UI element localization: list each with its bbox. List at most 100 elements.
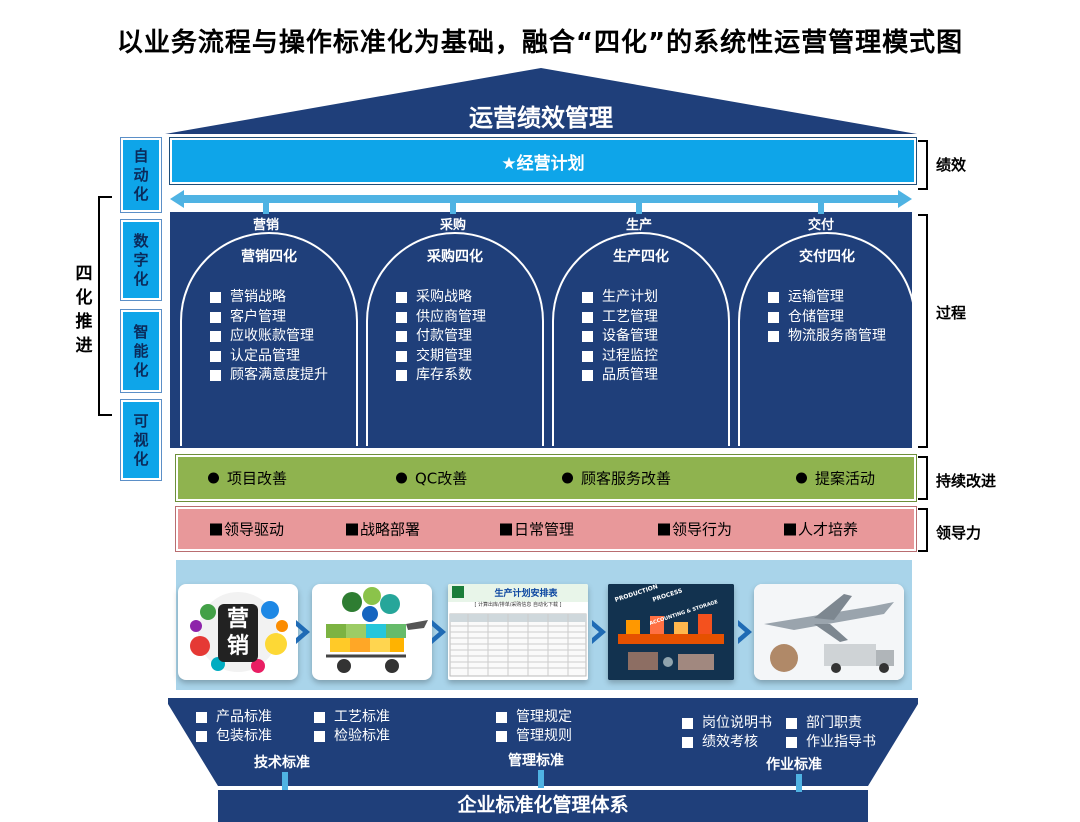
arch-marketing: 营销四化 营销战略 客户管理 应收账款管理 认定品管理 顾客满意度提升 [180,232,358,446]
mgmt-standard-label: 管理标准 [508,753,564,769]
tech-standard-items-b: 工艺标准 检验标准 [314,708,424,746]
right-bracket [918,456,928,500]
list-item: 检验标准 [314,727,424,746]
leadership-item: 领导行为 [658,519,732,540]
leadership-item: 日常管理 [500,519,574,540]
work-standard-label: 作业标准 [766,757,822,773]
bullet-icon [346,523,358,535]
roof-shape [165,68,917,134]
list-item: 付款管理 [396,327,486,347]
connector [636,198,642,214]
arch-production: 生产四化 生产计划 工艺管理 设备管理 过程监控 品质管理 [552,232,730,446]
tech-standard-label: 技术标准 [254,755,310,771]
factory-process-icon [608,584,734,680]
bullet-icon [784,523,796,535]
checkbox-icon [582,370,593,382]
pillar [796,774,802,792]
label-process: 过程 [936,304,967,322]
label-improvement: 持续改进 [936,472,997,490]
foundation-shape [168,698,918,822]
bullet-icon [562,472,573,484]
connector [818,198,824,214]
checkbox-icon [210,350,221,362]
leadership-item: 人才培养 [784,519,858,540]
schedule-title: 生产计划安排表 [494,589,558,599]
list-item: 认定品管理 [210,347,328,367]
checkbox-icon [582,350,593,362]
marketing-char: 销 [226,634,249,659]
checkbox-icon [582,292,593,304]
list-item: 管理规定 [496,708,606,727]
chevron-right-icon [432,620,446,644]
checkbox-icon [768,311,779,323]
card-marketing: 营 销 [178,584,298,680]
left-bracket [98,196,112,416]
improvement-item: QC改善 [396,468,467,489]
bullet-icon [210,523,222,535]
list-item: 岗位说明书 [682,714,786,733]
logistics-plane-truck-icon [754,584,904,680]
checkbox-icon [396,370,407,382]
improvement-item: 提案活动 [796,468,875,489]
marketing-char: 营 [226,607,249,632]
side-box-digitalization: 数字化 [121,220,161,300]
puzzle-cart-icon [326,587,428,673]
work-standard-items-a: 岗位说明书 绩效考核 [682,714,786,752]
list-item: 产品标准 [196,708,306,727]
foundation-title: 企业标准化管理体系 [457,794,629,816]
right-bracket [918,214,928,448]
side-box-automation: 自动化 [121,138,161,212]
checkbox-icon [786,737,797,748]
list-item: 部门职责 [786,714,890,733]
list-item: 工艺标准 [314,708,424,727]
checkbox-icon [496,712,507,723]
card-schedule-sheet: 生产计划安排表 [ 计算出库/排单/采购信息 自动化下载 ] [448,584,588,680]
list-item: 设备管理 [582,327,658,347]
checkbox-icon [582,311,593,323]
arch-item-list: 运输管理 仓储管理 物流服务商管理 [768,288,886,347]
chevron-right-icon [592,620,606,644]
chevron-right-icon [738,620,752,644]
list-item: 库存系数 [396,366,486,386]
arch-item-list: 营销战略 客户管理 应收账款管理 认定品管理 顾客满意度提升 [210,288,328,386]
bullet-icon [396,472,407,484]
checkbox-icon [210,292,221,304]
leadership-item: 战略部署 [346,519,420,540]
checkbox-icon [210,311,221,323]
label-leadership: 领导力 [936,524,982,542]
mgmt-standard-items: 管理规定 管理规则 [496,708,606,746]
double-arrow-icon [170,190,912,208]
bullet-icon [500,523,512,535]
list-item: 品质管理 [582,366,658,386]
checkbox-icon [396,311,407,323]
list-item: 管理规则 [496,727,606,746]
pillar [538,770,544,788]
arch-item-list: 生产计划 工艺管理 设备管理 过程监控 品质管理 [582,288,658,386]
list-item: 过程监控 [582,347,658,367]
list-item: 应收账款管理 [210,327,328,347]
arch-title: 交付四化 [799,249,855,265]
marketing-splash-icon [190,592,288,673]
arch-delivery: 交付四化 运输管理 仓储管理 物流服务商管理 [738,232,916,446]
spreadsheet-grid-icon [449,613,587,677]
improvement-bar: 项目改善 QC改善 顾客服务改善 提案活动 [176,455,916,501]
arch-title: 生产四化 [613,249,669,265]
list-item: 工艺管理 [582,308,658,328]
arch-title: 营销四化 [241,249,297,265]
list-item: 客户管理 [210,308,328,328]
roof-label: 运营绩效管理 [469,104,613,132]
bullet-icon [208,472,219,484]
side-box-visualization: 可视化 [121,400,161,480]
checkbox-icon [786,718,797,729]
improvement-item: 项目改善 [208,468,287,489]
leadership-item: 领导驱动 [210,519,284,540]
card-logistics [754,584,904,680]
column-head-procurement: 采购 [439,218,466,233]
four-mods-label: 四化推进 [75,264,93,356]
bullet-icon [658,523,670,535]
arch-procurement: 采购四化 采购战略 供应商管理 付款管理 交期管理 库存系数 [366,232,544,446]
list-item: 包装标准 [196,727,306,746]
chevron-right-icon [296,620,310,644]
checkbox-icon [582,331,593,343]
label-performance: 绩效 [936,156,967,174]
